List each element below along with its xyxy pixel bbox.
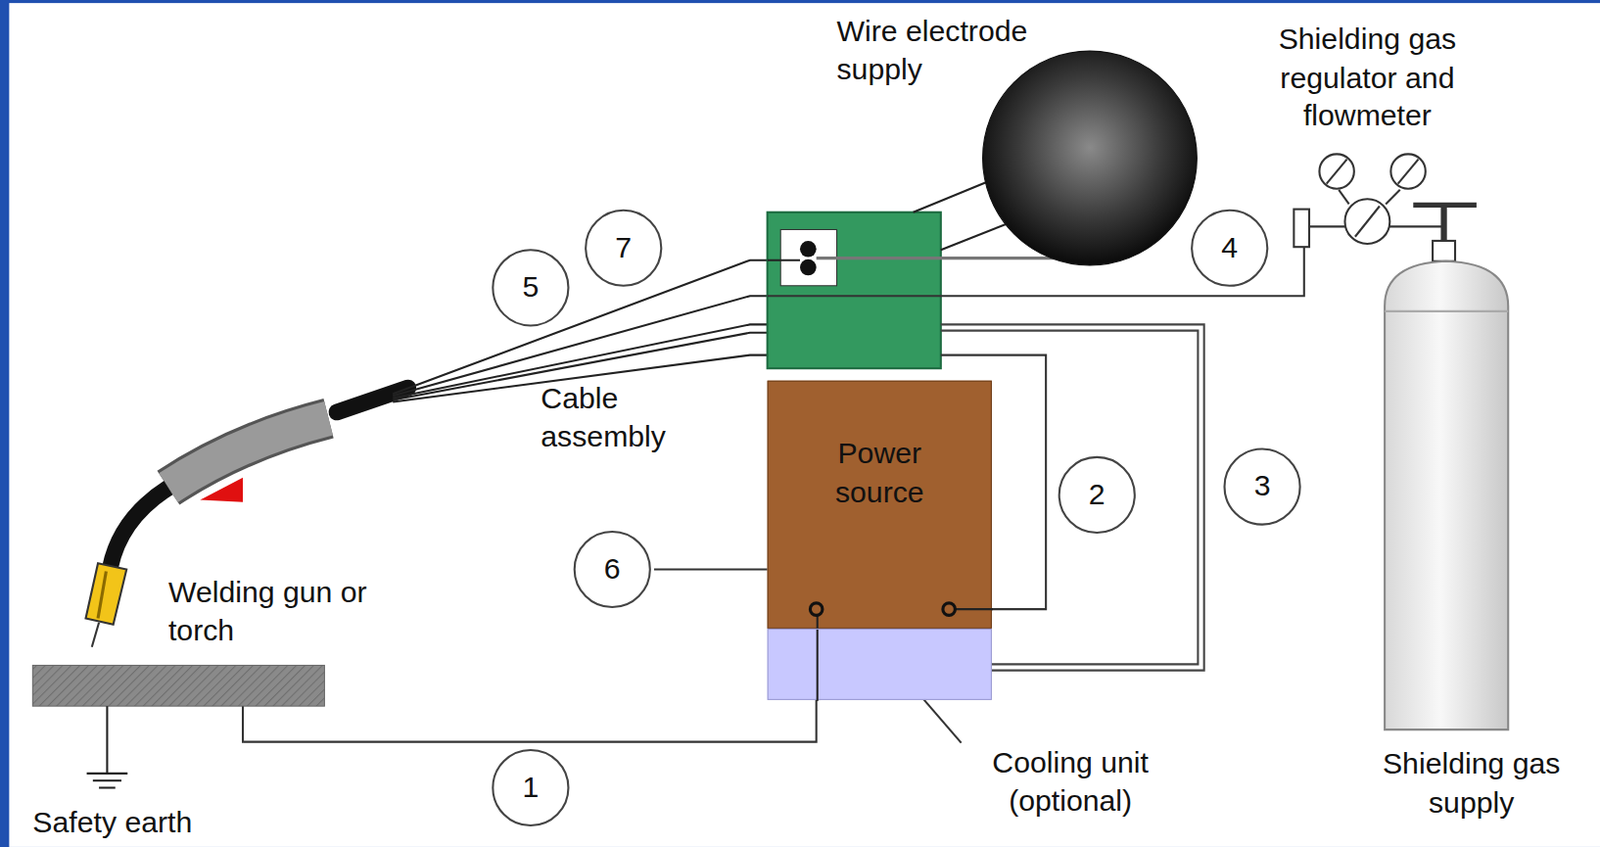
part-name: Safety earth [32,803,298,843]
leader-line [654,567,768,570]
work-lead [242,700,817,743]
welding-gun [86,387,409,648]
callout-circle: 2 [1058,456,1136,534]
callout-circle: 7 [584,209,662,287]
wire-electrode [816,256,1088,260]
spool-disc [983,50,1198,266]
callout-circle: 3 [1223,447,1301,525]
power-source-box: Power source [767,380,992,629]
part-name: Shielding gas supply [1349,745,1595,823]
work-lead [816,629,819,702]
power-cable [953,608,993,611]
gas-regulator [1293,153,1477,261]
label-text: Shielding gas supply [1382,747,1560,819]
cable-assembly [392,260,767,403]
feed-roller [800,259,817,277]
part-name: Cooling unit (optional) [947,744,1193,822]
part-name: Power source [798,434,962,513]
cylinder-band [1384,310,1508,313]
ground [8,2,1600,847]
spool-mount [913,181,989,212]
label-text: Shielding gas regulator and flowmeter [1278,22,1457,133]
callout-circle: 5 [491,248,569,327]
wire-feeder [767,212,942,369]
callout-circle: 4 [1190,209,1269,287]
callout-number: 1 [521,768,539,807]
part-name: Shielding gas regulator and flowmeter [1244,20,1490,137]
callout-number: 4 [1221,229,1238,268]
label-text: Safety earth [32,805,192,839]
wire-spool: Wire electrode supply [831,12,1199,271]
callout-circle: 1 [491,749,569,827]
callout-number: 5 [521,268,539,307]
callout-number: 3 [1254,467,1271,506]
workpiece [32,664,325,706]
spool-drawing [831,12,1199,271]
earth-symbol [87,705,129,788]
callout-number: 7 [614,229,632,268]
terminal [809,603,823,616]
work-lead [768,629,993,702]
terminal [942,603,956,616]
label-text: Welding gun or torch [168,575,368,648]
feed-roller [800,240,817,258]
part-name: Welding gun or torch [168,573,373,652]
cooling-unit-box: Cooling unit (optional) [767,628,992,701]
gas-cylinder [1384,261,1508,730]
callout-circle: 6 [573,530,652,609]
part-name: Wire electrode supply [831,12,1104,91]
spool-mount [941,222,1011,250]
callout-number: 2 [1088,475,1106,515]
label-text: Cable assembly [540,381,666,454]
part-name: Cable assembly [540,379,719,458]
callout-number: 6 [604,550,621,589]
wire-path [767,259,800,262]
